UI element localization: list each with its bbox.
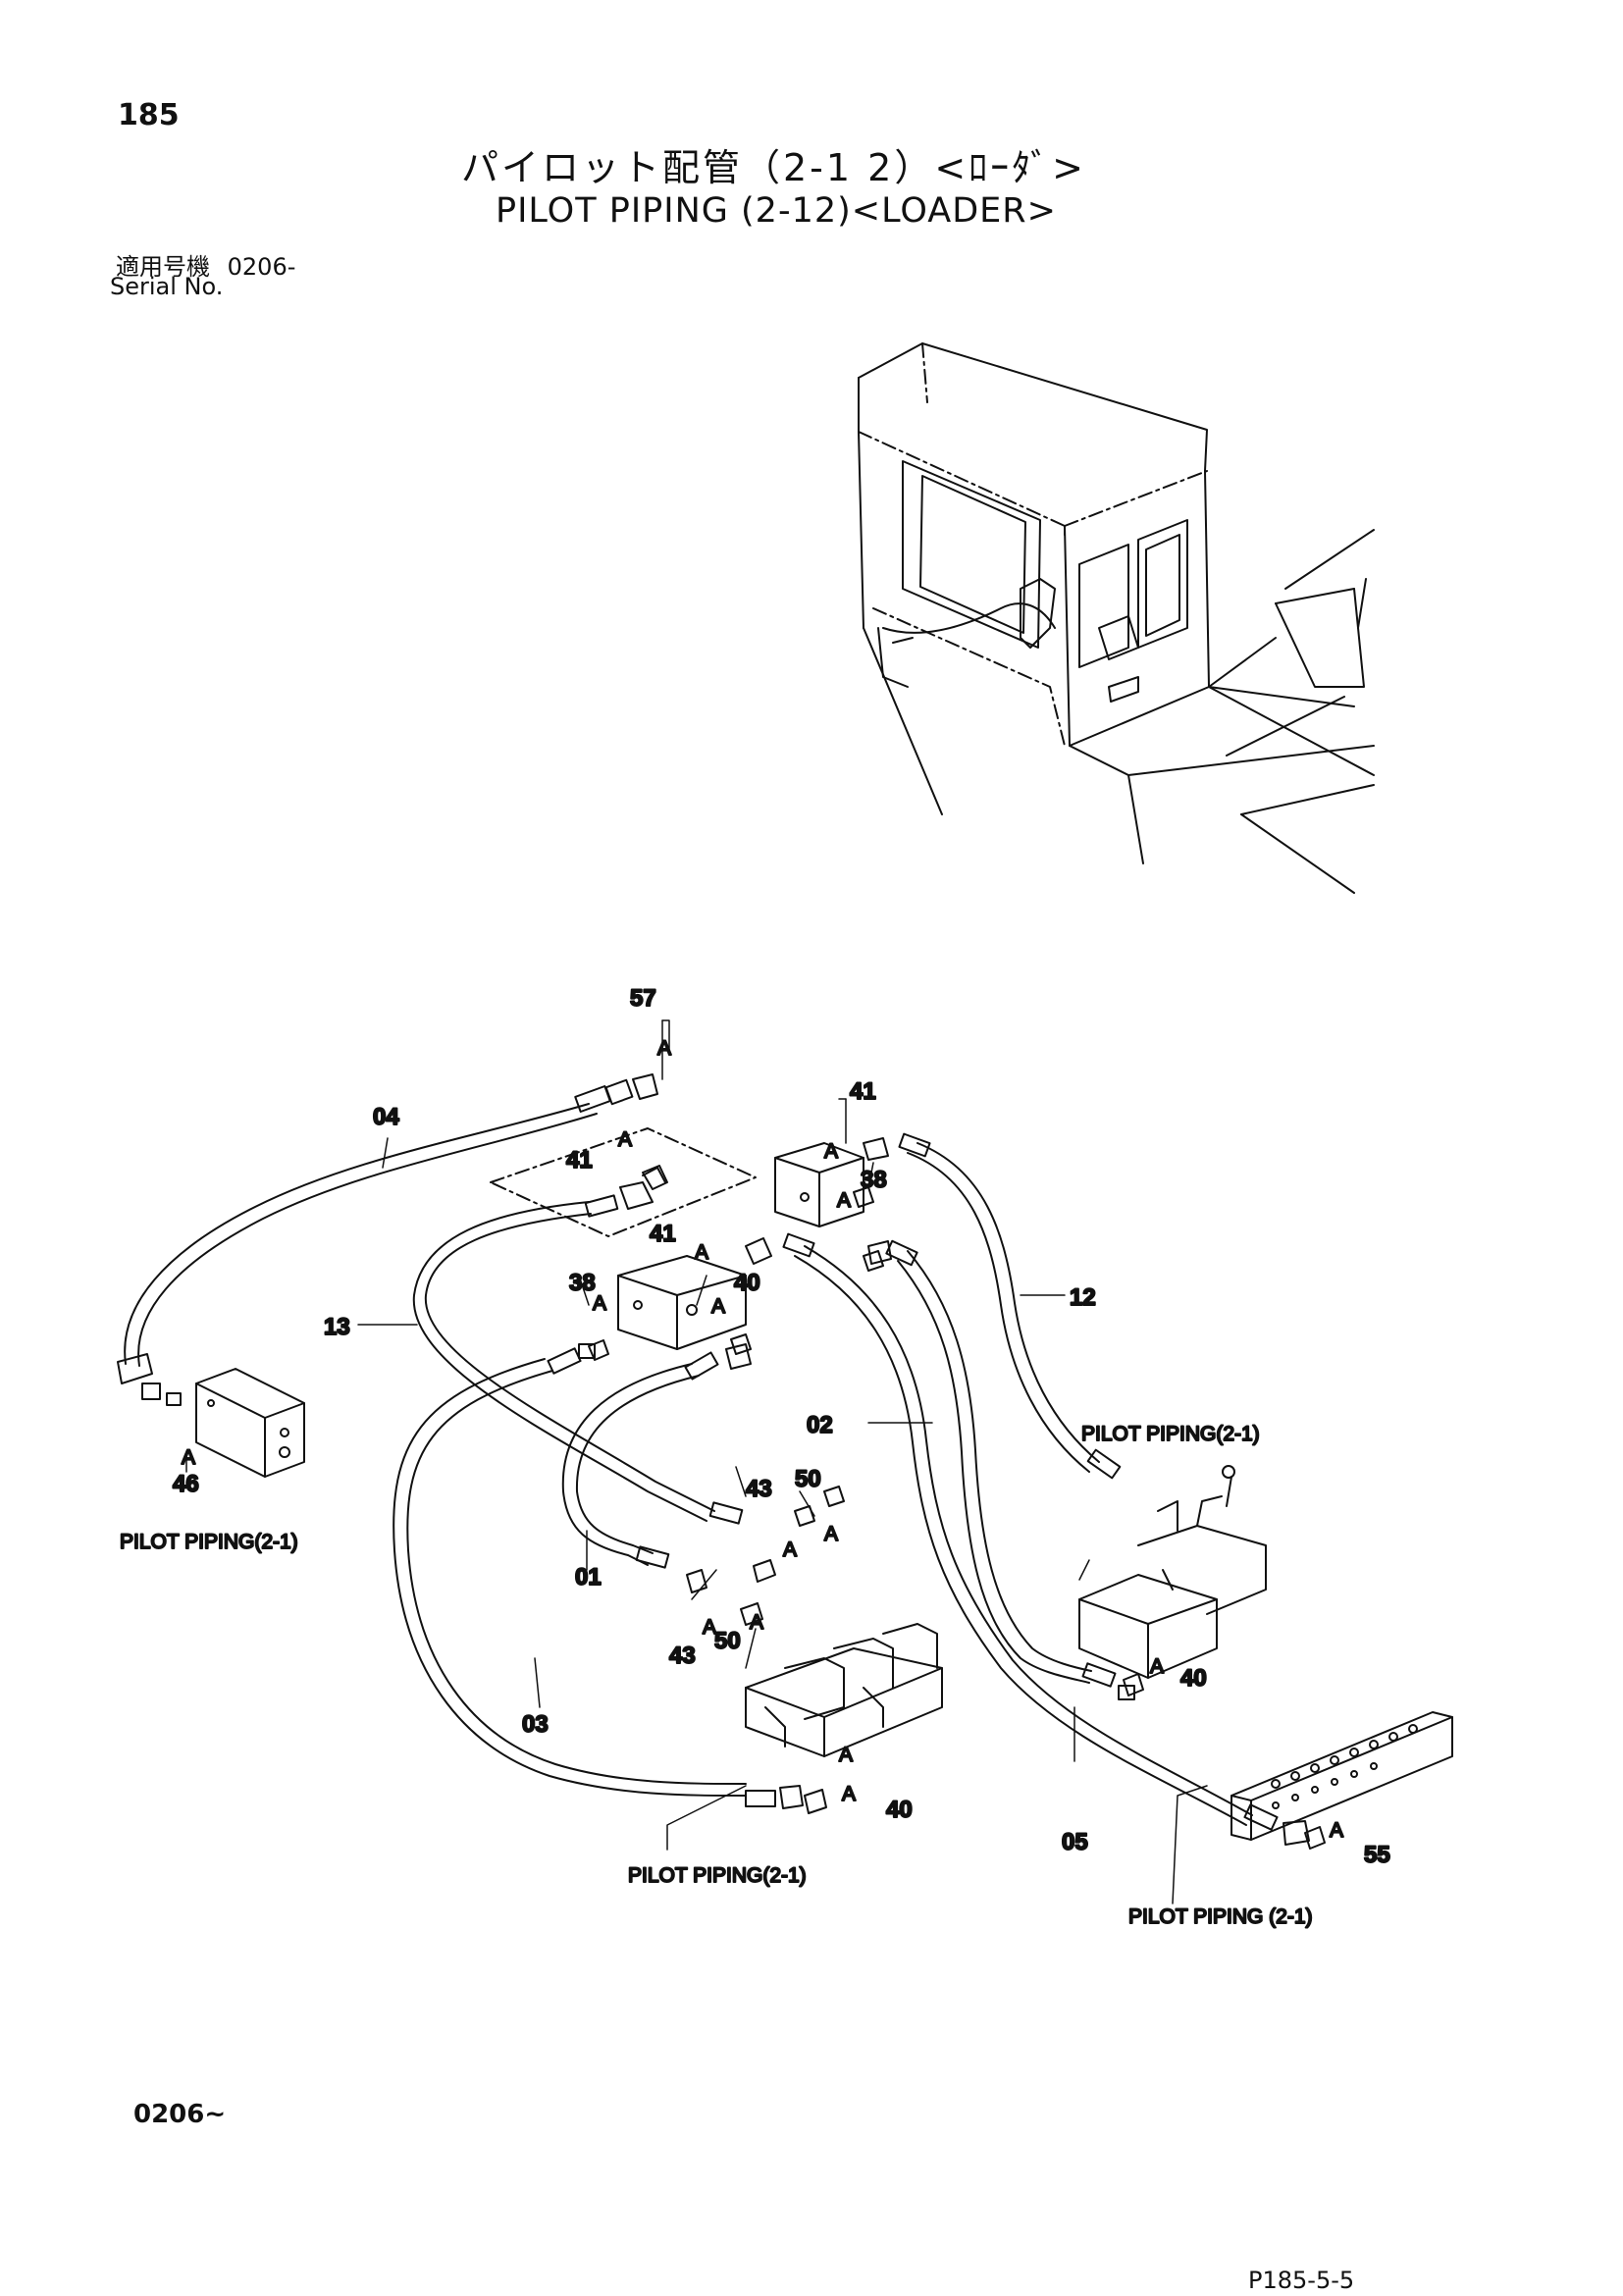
serial-label-jp-text: 適用号機	[116, 253, 210, 281]
detail-mark-a: A	[1330, 1819, 1343, 1842]
callout-04: 04	[373, 1104, 399, 1130]
callout-05: 05	[1062, 1829, 1088, 1855]
serial-label-english: Serial No.	[110, 273, 224, 300]
manifold-ports	[1271, 1724, 1418, 1809]
callout-03: 03	[522, 1711, 549, 1738]
callout-50-bottom: 50	[714, 1628, 741, 1654]
right-valve-block	[1078, 1465, 1267, 1679]
detail-mark-a: A	[824, 1523, 838, 1545]
detail-mark-a: A	[837, 1189, 851, 1212]
lower-center-block	[745, 1623, 943, 1757]
detail-mark-a: A	[703, 1616, 716, 1639]
detail-mark-a: A	[711, 1295, 725, 1318]
callout-43-top: 43	[746, 1476, 772, 1502]
left-block	[195, 1368, 305, 1478]
page-number: 185	[118, 98, 180, 132]
detail-mark-a: A	[839, 1744, 853, 1766]
hose-05	[897, 1250, 1092, 1684]
callout-43-bottom: 43	[669, 1643, 696, 1669]
callout-41-right: 41	[850, 1078, 876, 1105]
detail-mark-a: A	[842, 1783, 856, 1805]
footer-serial-range: 0206~	[133, 2100, 227, 2129]
reference-left: PILOT PIPING(2-1)	[120, 1531, 298, 1553]
callout-38-right: 38	[861, 1167, 887, 1193]
detail-mark-a: A	[618, 1128, 632, 1151]
callout-46: 46	[173, 1471, 199, 1497]
hose-04	[124, 1103, 598, 1367]
footer-page-ref: P185-5-5	[1248, 2267, 1355, 2294]
detail-mark-a: A	[182, 1446, 195, 1469]
callout-57: 57	[630, 985, 656, 1012]
callout-13: 13	[324, 1314, 350, 1340]
callout-50-top: 50	[795, 1466, 821, 1492]
hose-12	[907, 1142, 1100, 1473]
callout-01: 01	[575, 1564, 602, 1591]
detail-mark-a: A	[750, 1611, 763, 1634]
callout-40-right: 40	[1180, 1665, 1207, 1692]
hose-02	[794, 1245, 1253, 1826]
central-block	[490, 1127, 757, 1350]
detail-mark-a: A	[783, 1539, 797, 1561]
detail-mark-a: A	[824, 1140, 838, 1163]
upper-right-block	[774, 1142, 864, 1227]
serial-label-japanese: 適用号機 0206-	[116, 247, 295, 282]
reference-right-valve: PILOT PIPING(2-1)	[1081, 1423, 1260, 1445]
detail-mark-a: A	[593, 1292, 606, 1315]
reference-bottom-center: PILOT PIPING(2-1)	[628, 1864, 807, 1887]
detail-mark-a: A	[695, 1241, 708, 1264]
callout-41-center: 41	[650, 1221, 676, 1247]
manifold-strip	[1230, 1711, 1453, 1841]
hose-01	[561, 1363, 700, 1566]
detail-mark-a: A	[657, 1037, 671, 1060]
leader-lines	[185, 1019, 1208, 1905]
callout-12: 12	[1070, 1284, 1096, 1311]
callout-38-left: 38	[569, 1270, 596, 1296]
hose-fittings	[117, 1073, 1310, 1846]
callout-40-bottom: 40	[886, 1797, 913, 1823]
detail-mark-a: A	[1150, 1655, 1164, 1678]
callout-41-left: 41	[566, 1147, 593, 1174]
title-japanese: パイロット配管（2-1 2）<ﾛｰﾀﾞ>	[461, 146, 1087, 189]
hose-03	[393, 1358, 747, 1797]
small-fittings	[588, 1165, 1326, 1850]
callout-02: 02	[807, 1412, 833, 1438]
callout-55: 55	[1364, 1842, 1390, 1868]
cab-sketch	[858, 342, 1375, 894]
serial-value: 0206-	[227, 253, 296, 281]
title-english: PILOT PIPING (2-12)<LOADER>	[496, 191, 1057, 231]
reference-bottom-right: PILOT PIPING (2-1)	[1128, 1905, 1313, 1928]
callout-40-top: 40	[734, 1270, 760, 1296]
